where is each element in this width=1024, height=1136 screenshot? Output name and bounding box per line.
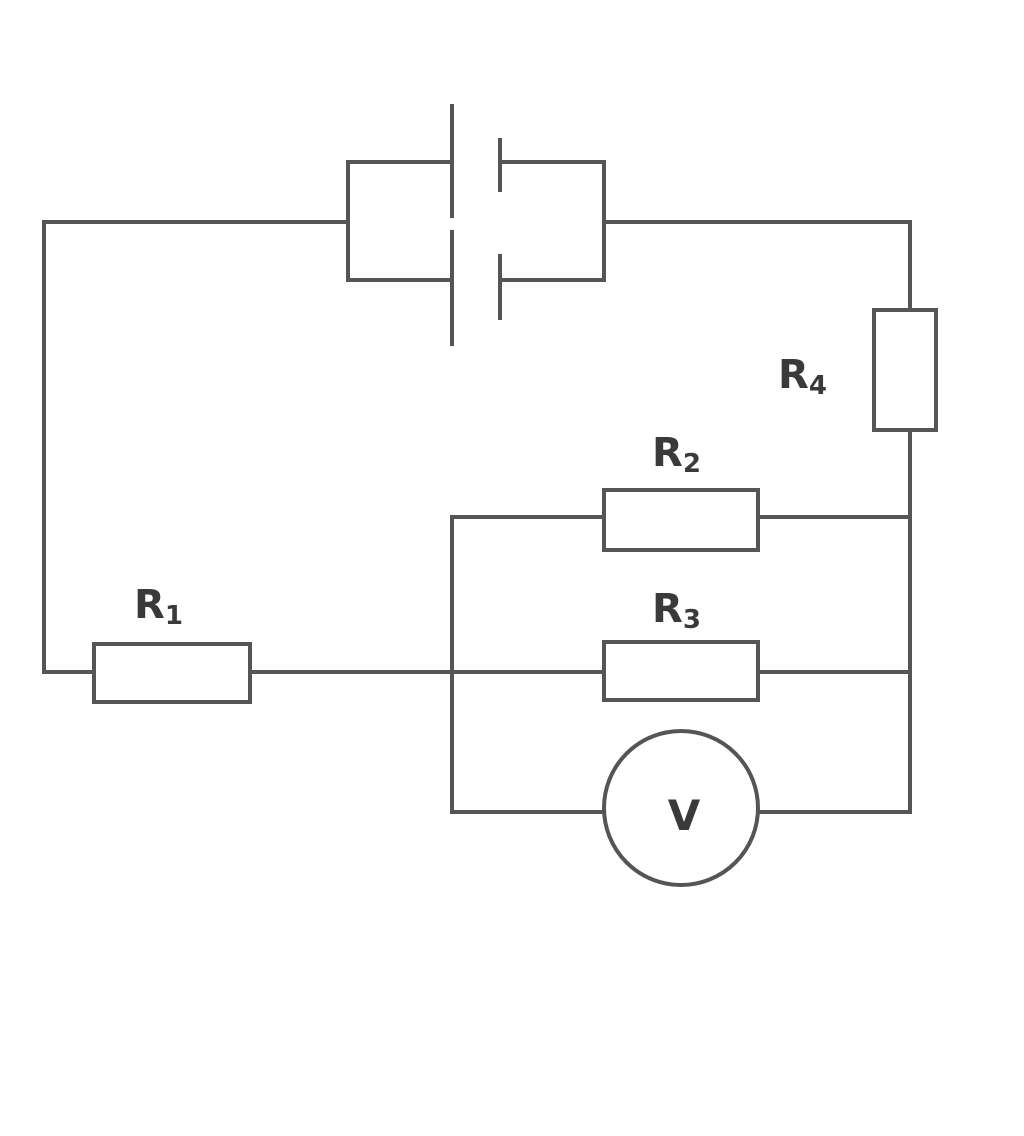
wires [42, 220, 912, 814]
label-r2-sub: 2 [683, 449, 701, 479]
resistor-r3 [602, 640, 760, 702]
label-r4-sub: 4 [809, 371, 827, 401]
label-r1-main: R [134, 582, 165, 628]
label-r2: R2 [652, 430, 701, 479]
voltmeter-symbol: V [668, 791, 701, 840]
resistor-r4 [872, 308, 938, 432]
label-r2-main: R [652, 430, 683, 476]
label-r3: R3 [652, 586, 701, 635]
voltmeter: V [602, 729, 760, 887]
resistor-r2 [602, 488, 760, 552]
wire-left-loop [42, 220, 350, 674]
label-r1: R1 [134, 582, 183, 631]
label-r4: R4 [778, 352, 827, 401]
label-r1-sub: 1 [165, 601, 183, 631]
label-r3-main: R [652, 586, 683, 632]
battery-pack [346, 104, 606, 346]
battery-frame-left [346, 160, 454, 282]
voltmeter-circle [602, 729, 760, 887]
battery-frame-right [498, 160, 606, 282]
label-r3-sub: 3 [683, 605, 701, 635]
label-r4-main: R [778, 352, 809, 398]
wire-top-right [602, 220, 912, 312]
resistor-r1 [92, 642, 252, 704]
